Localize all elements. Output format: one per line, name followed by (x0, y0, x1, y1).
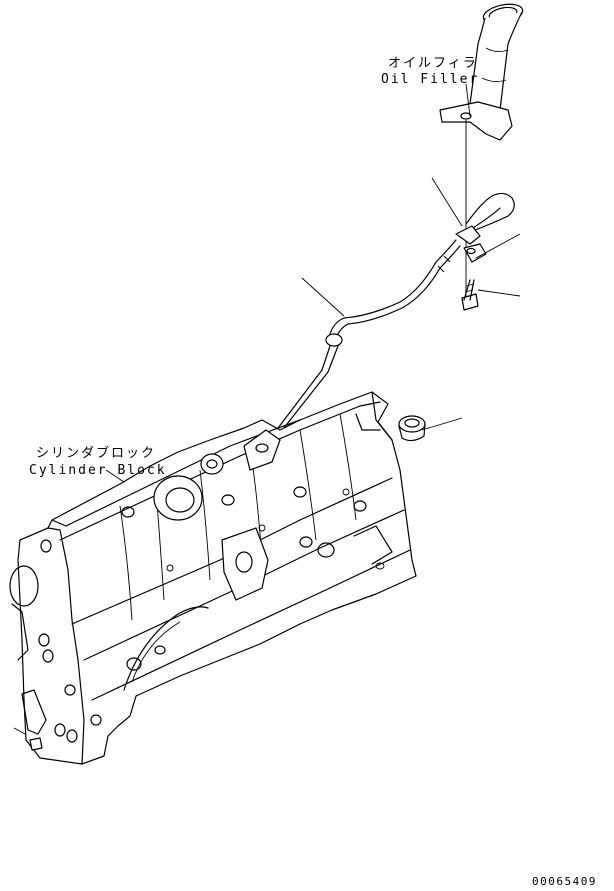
clamp-bolt (461, 279, 479, 311)
guide-tube (271, 239, 461, 439)
dipstick-clamp (455, 192, 515, 263)
plug (398, 415, 426, 442)
cylinder-block (9, 391, 417, 765)
oil-filler-label-en: Oil Filler (381, 72, 480, 87)
cylinder-block-label-en: Cylinder Block (29, 463, 167, 478)
oil-filler-label-jp: オイルフィラ (388, 56, 478, 71)
oil-filler (439, 3, 524, 141)
cylinder-block-label-jp: シリンダブロック (36, 446, 157, 461)
drawing-code: 00065409 (532, 875, 597, 888)
